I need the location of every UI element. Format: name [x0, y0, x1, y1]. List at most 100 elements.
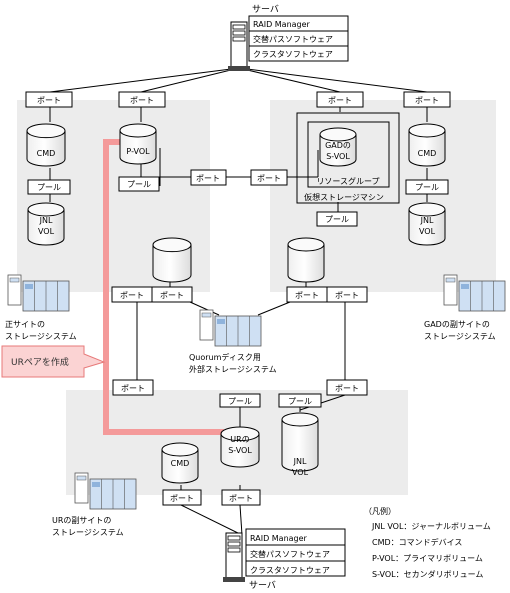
ur-cmd-label: CMD — [171, 459, 190, 468]
svg-text:ポート: ポート — [229, 494, 253, 503]
svg-text:ポート: ポート — [257, 174, 281, 183]
primary-system-label-1: 正サイトの — [5, 320, 45, 329]
connection-lines — [49, 67, 428, 536]
legend-item-pvol: P-VOL：プライマリボリューム — [372, 554, 483, 563]
port-primary-quorum: ポート — [151, 286, 193, 303]
svg-text:ポート: ポート — [335, 384, 359, 393]
svg-text:ポート: ポート — [196, 174, 220, 183]
pool-ur-jnl: プール — [278, 393, 322, 408]
svg-text:ポート: ポート — [37, 96, 61, 105]
cylinder-pvol — [119, 123, 157, 165]
pool-gad-jnl: プール — [405, 179, 449, 195]
cylinder-quorum-right — [287, 237, 325, 283]
primary-jnl-label-1: JNL — [39, 216, 53, 225]
port-ur-server-right: ポート — [221, 489, 261, 506]
bottom-software-cluster: クラスタソフトウェア — [250, 566, 330, 575]
ur-jnl-label-1: JNL — [293, 457, 307, 466]
primary-system-label-2: ストレージシステム — [5, 332, 77, 341]
top-software-path: 交替パスソフトウェア — [253, 34, 333, 44]
storage-system-icons — [7, 274, 506, 510]
port-gad-quorum: ポート — [286, 286, 328, 303]
cylinder-quorum-left — [152, 237, 192, 283]
svg-text:プール: プール — [37, 183, 61, 192]
port-primary-left: ポート — [25, 91, 73, 108]
ur-svol-label-2: S-VOL — [228, 446, 252, 455]
ur-system-label-1: URの副サイトの — [52, 516, 111, 525]
cylinder-ur-cmd — [161, 442, 199, 484]
port-gad-inter: ポート — [250, 169, 288, 186]
cylinder-ur-svol — [220, 426, 260, 468]
cylinder-gad-jnl — [408, 202, 446, 246]
svg-text:ポート: ポート — [120, 291, 144, 300]
ur-pair-callout-text: URペアを作成 — [11, 356, 69, 368]
quorum-system-label-2: 外部ストレージシステム — [189, 364, 277, 374]
gad-svol-label-1: GADの — [325, 141, 351, 150]
svg-text:プール: プール — [228, 397, 252, 406]
storage-icon-primary — [7, 274, 70, 312]
quorum-system-label-1: Quorumディスク用 — [189, 352, 261, 362]
pool-primary-jnl: プール — [27, 179, 71, 195]
top-server-label: サーバ — [252, 4, 279, 15]
svg-text:ポート: ポート — [415, 96, 439, 105]
gad-cmd-label: CMD — [418, 149, 437, 158]
storage-icon-quorum — [199, 309, 262, 347]
bottom-server-software-box — [245, 528, 346, 577]
svg-text:プール: プール — [325, 215, 349, 224]
svg-text:プール: プール — [127, 180, 151, 189]
port-gad-right: ポート — [403, 91, 451, 108]
port-gad-ur: ポート — [326, 286, 368, 303]
storage-icon-ur — [74, 472, 137, 510]
cylinder-primary-jnl — [27, 202, 65, 246]
legend-item-jnl: JNL VOL：ジャーナルボリューム — [371, 522, 491, 531]
gad-system-label-1: GADの副サイトの — [424, 320, 490, 329]
svg-text:ポート: ポート — [121, 384, 145, 393]
primary-cmd-label: CMD — [37, 149, 56, 158]
cylinder-primary-cmd — [26, 123, 66, 167]
svg-text:プール: プール — [415, 183, 439, 192]
volumes — [26, 123, 446, 484]
pool-ur-svol: プール — [219, 393, 261, 408]
bottom-server-icon — [223, 532, 245, 582]
svg-text:プール: プール — [288, 397, 312, 406]
gad-system-label-2: ストレージシステム — [424, 332, 496, 341]
gad-jnl-label-1: JNL — [420, 216, 434, 225]
ur-svol-label-1: URの — [230, 435, 249, 444]
legend-item-svol: S-VOL：セカンダリボリューム — [372, 569, 483, 579]
top-server-icon — [228, 21, 250, 71]
primary-jnl-label-2: VOL — [38, 227, 55, 236]
pool-gad-svol: プール — [316, 211, 358, 227]
pvol-label: P-VOL — [126, 147, 150, 156]
port-ur-server-left: ポート — [162, 489, 202, 506]
legend-title: （凡例） — [364, 506, 396, 516]
ur-pair-callout: URペアを作成 — [1, 345, 106, 378]
resource-group-box — [307, 121, 390, 188]
svg-text:ポート: ポート — [170, 494, 194, 503]
legend: （凡例） JNL VOL：ジャーナルボリューム CMD：コマンドデバイス P-V… — [364, 506, 491, 579]
pool-primary-pvol: プール — [118, 176, 160, 192]
resource-group-label: リソースグループ — [316, 176, 379, 186]
port-ur-right: ポート — [326, 379, 368, 396]
svg-text:ポート: ポート — [295, 291, 319, 300]
bottom-software-raid-manager: RAID Manager — [250, 534, 308, 543]
cylinder-gad-svol — [319, 127, 357, 167]
cylinder-gad-cmd — [408, 123, 446, 167]
svg-text:ポート: ポート — [328, 96, 352, 105]
svg-text:ポート: ポート — [335, 291, 359, 300]
ur-system-label-2: ストレージシステム — [52, 528, 124, 537]
top-software-cluster: クラスタソフトウェア — [253, 50, 333, 59]
port-gad-left: ポート — [316, 91, 364, 108]
port-primary-ur: ポート — [111, 286, 153, 303]
port-primary-inter: ポート — [190, 169, 227, 186]
top-software-raid-manager: RAID Manager — [253, 20, 311, 29]
port-ur-left: ポート — [112, 379, 154, 396]
storage-icon-gad — [443, 274, 506, 312]
legend-item-cmd: CMD：コマンドデバイス — [372, 537, 462, 547]
port-primary-right: ポート — [118, 91, 166, 108]
gad-jnl-label-2: VOL — [419, 227, 436, 236]
svg-text:ポート: ポート — [160, 291, 184, 300]
ur-jnl-label-2: VOL — [292, 468, 309, 477]
bottom-server-label: サーバ — [249, 580, 276, 591]
gad-svol-label-2: S-VOL — [326, 152, 350, 161]
bottom-software-path: 交替パスソフトウェア — [250, 549, 330, 559]
